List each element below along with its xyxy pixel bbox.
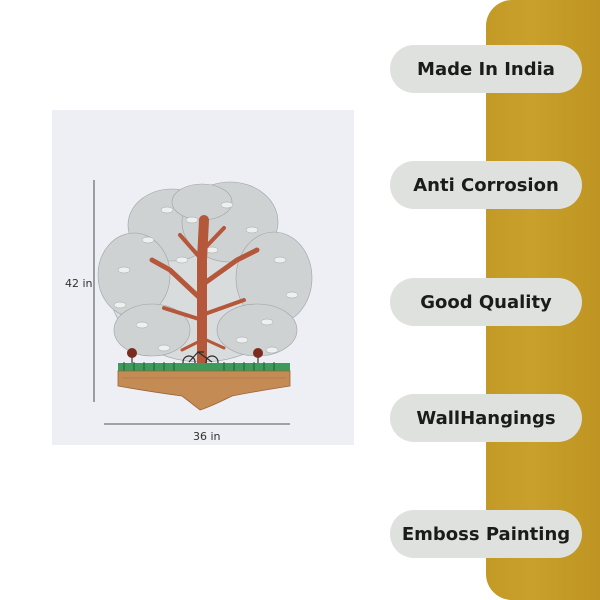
grass-blades: [123, 362, 275, 371]
tree-wall-hanging-image: [93, 180, 313, 425]
leaf-details: [113, 201, 299, 354]
grass-strip: [118, 363, 290, 371]
width-dimension-label: 36 in: [193, 430, 221, 443]
height-dimension-label: 42 in: [65, 277, 93, 290]
feature-good-quality: Good Quality: [390, 278, 582, 326]
product-image-panel: [52, 110, 354, 445]
feature-wall-hangings: WallHangings: [390, 394, 582, 442]
feature-anti-corrosion: Anti Corrosion: [390, 161, 582, 209]
flower-decor: [127, 348, 263, 366]
bicycle-figure: [182, 351, 219, 369]
tree-trunk: [149, 215, 260, 370]
wooden-base: [117, 370, 291, 411]
feature-made-in-india: Made In India: [390, 45, 582, 93]
feature-emboss-painting: Emboss Painting: [390, 510, 582, 558]
